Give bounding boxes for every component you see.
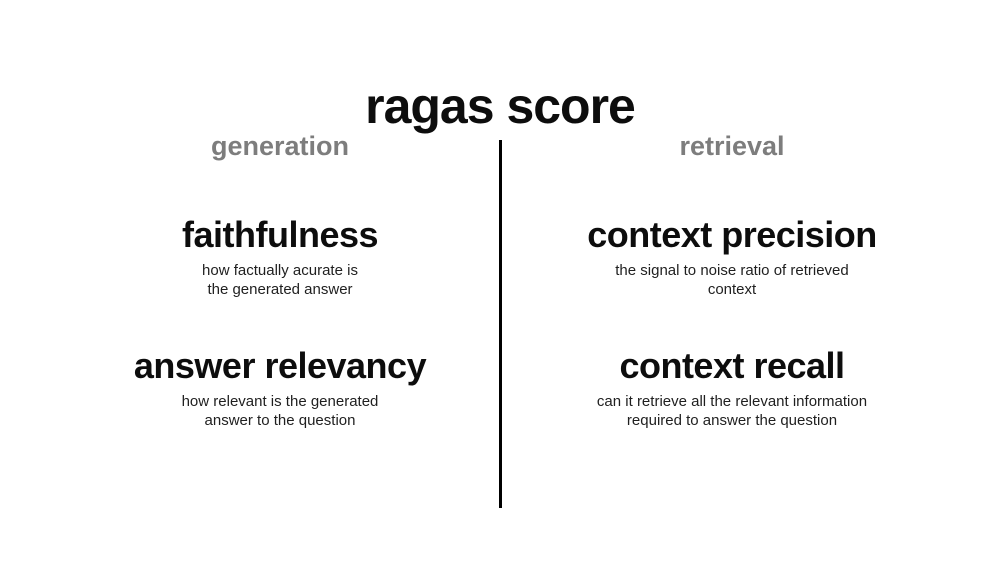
metric-description: can it retrieve all the relevant informa… xyxy=(532,392,932,430)
metric-description-line: context xyxy=(707,281,757,298)
metric-description-line: how factually acurate is xyxy=(202,262,358,279)
column-header-generation: generation xyxy=(210,131,350,161)
metric-description-line: required to answer the question xyxy=(626,412,838,429)
column-generation: generation faithfulness how factually ac… xyxy=(80,130,480,430)
metric-faithfulness: faithfulness how factually acurate is th… xyxy=(80,214,480,299)
metric-answer-relevancy: answer relevancy how relevant is the gen… xyxy=(80,345,480,430)
column-retrieval: retrieval context precision the signal t… xyxy=(532,130,932,430)
vertical-divider xyxy=(499,140,502,508)
metric-context-precision: context precision the signal to noise ra… xyxy=(532,214,932,299)
metric-name: answer relevancy xyxy=(133,345,427,386)
column-header-retrieval: retrieval xyxy=(679,131,785,161)
page-title: ragas score xyxy=(365,77,636,134)
metric-description-line: how relevant is the generated xyxy=(181,393,379,410)
metric-description-line: the generated answer xyxy=(207,281,353,298)
metric-name: faithfulness xyxy=(181,214,379,255)
metric-description-line: the signal to noise ratio of retrieved xyxy=(615,262,849,279)
metric-description: how relevant is the generated answer to … xyxy=(80,392,480,430)
metric-description-line: answer to the question xyxy=(204,412,356,429)
metric-context-recall: context recall can it retrieve all the r… xyxy=(532,345,932,430)
metric-description: the signal to noise ratio of retrieved c… xyxy=(532,261,932,299)
metric-name: context recall xyxy=(619,345,845,386)
metric-name: context precision xyxy=(587,214,877,255)
metric-description-line: can it retrieve all the relevant informa… xyxy=(596,393,868,410)
metric-description: how factually acurate is the generated a… xyxy=(80,261,480,299)
